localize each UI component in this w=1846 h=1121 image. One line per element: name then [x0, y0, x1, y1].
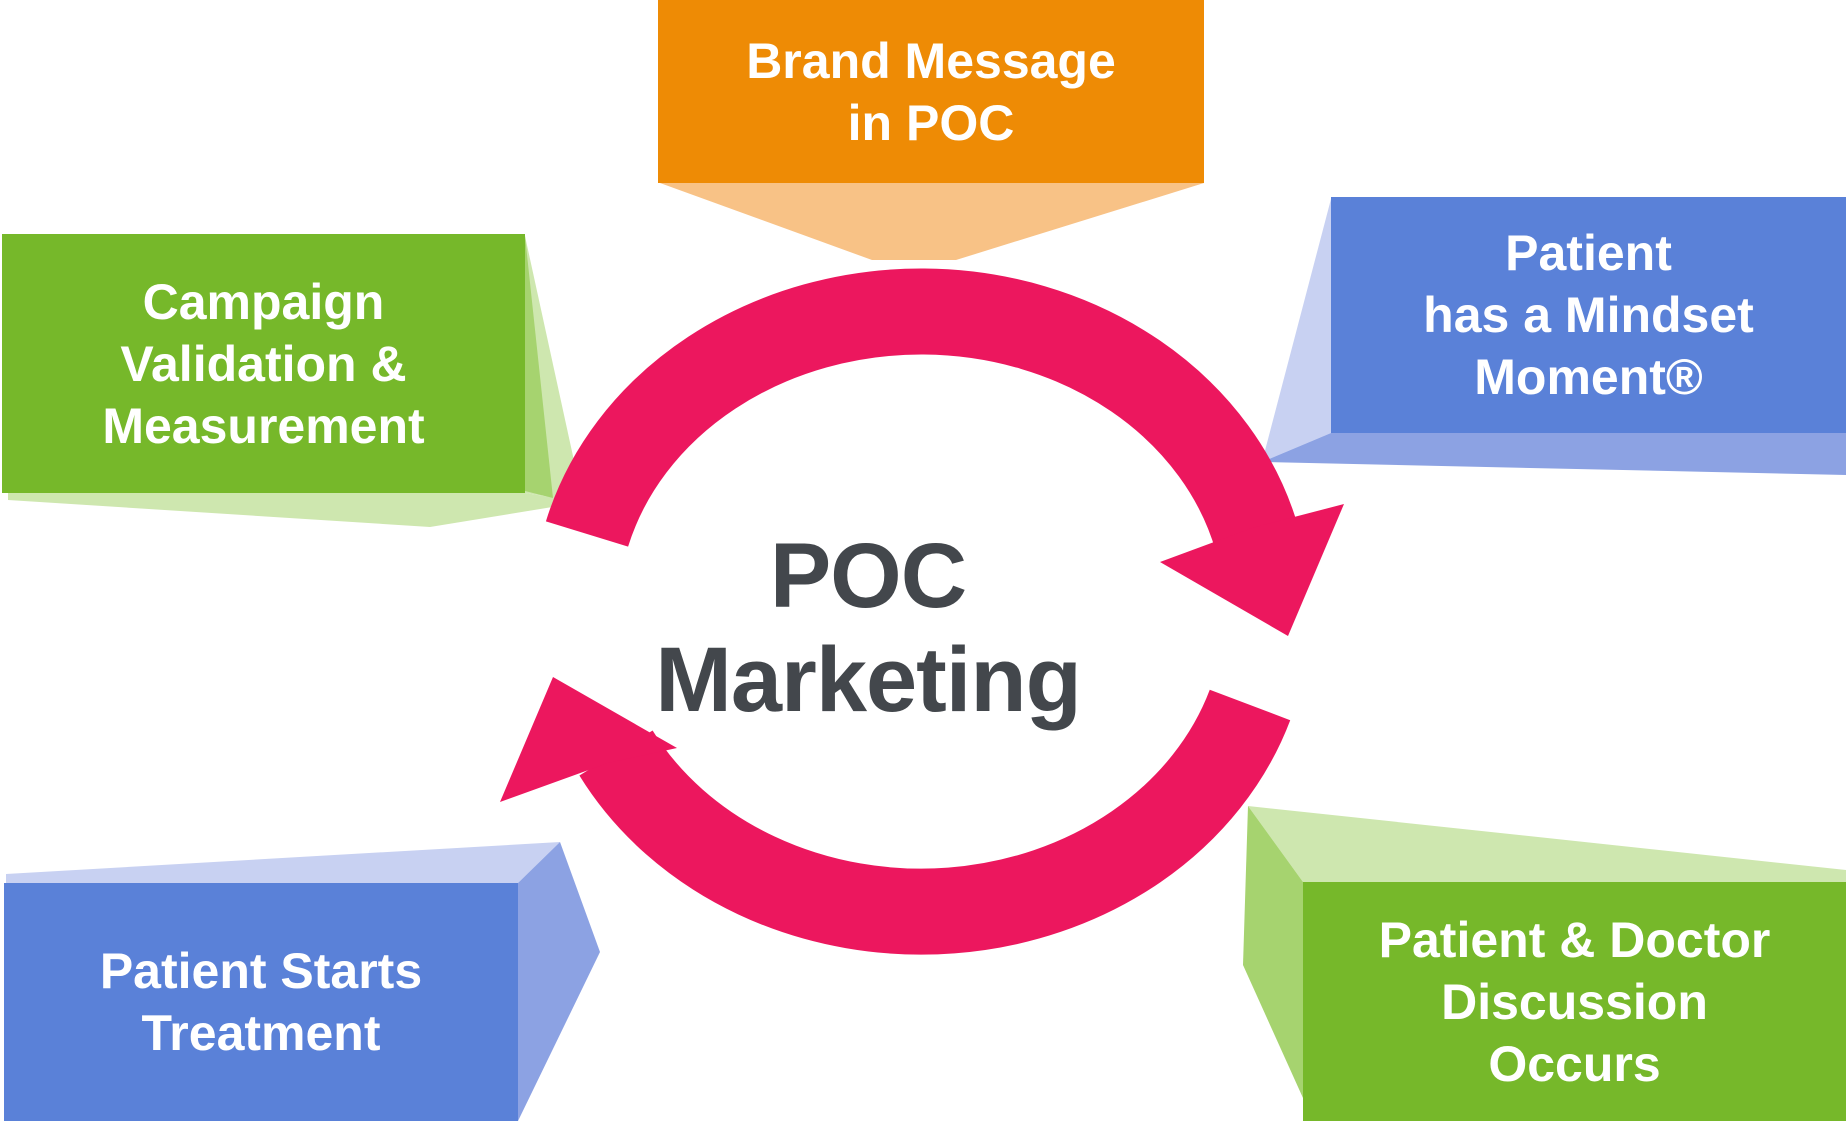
brand-message-flap	[660, 183, 1204, 260]
center-title-line-2: Marketing	[655, 629, 1082, 731]
step-box-brand-message-in-poc: Brand Message in POC	[658, 0, 1204, 183]
cycle-arrowhead-left	[500, 677, 677, 802]
mindset-box-bottom-bevel	[1262, 433, 1846, 475]
step-box-patient-starts-treatment: Patient Starts Treatment	[4, 883, 518, 1121]
discussion-box-top-bevel	[1248, 806, 1846, 882]
step-label-line: Discussion	[1441, 973, 1708, 1030]
step-label-line: Patient	[1505, 225, 1672, 281]
campaign-box-right-bevel-mid	[525, 236, 553, 498]
step-label-line: Brand Message	[746, 32, 1116, 89]
campaign-box-bottom-bevel	[8, 493, 583, 527]
step-label-line: Measurement	[102, 397, 425, 454]
step-label-line: in POC	[847, 94, 1015, 151]
step-label-line: Campaign	[142, 273, 385, 330]
step-label-line: Treatment	[141, 1005, 381, 1061]
treatment-box-top-bevel	[6, 842, 560, 883]
center-title-line-1: POC	[769, 525, 967, 627]
step-label-line: Occurs	[1488, 1035, 1661, 1092]
discussion-box-left-bevel	[1243, 806, 1303, 1098]
cycle-arrow-bottom-arc	[579, 689, 1291, 955]
center-title: POC Marketing	[548, 524, 1188, 732]
step-label-line: Moment®	[1474, 349, 1703, 405]
step-label-line: has a Mindset	[1423, 287, 1754, 343]
step-label-line: Patient & Doctor	[1378, 911, 1771, 968]
step-box-campaign-validation-measurement: Campaign Validation & Measurement	[2, 234, 525, 493]
mindset-box-left-bevel	[1262, 199, 1331, 462]
treatment-box-right-bevel	[518, 842, 600, 1121]
step-label-line: Patient Starts	[99, 943, 423, 999]
step-label-line: Validation &	[120, 335, 407, 392]
step-box-patient-doctor-discussion-occurs: Patient & Doctor Discussion Occurs	[1303, 882, 1846, 1121]
step-box-patient-has-mindset-moment: Patient has a Mindset Moment®	[1331, 197, 1846, 433]
cycle-arrowhead-right	[1160, 504, 1344, 636]
cycle-arrow-top-arc	[545, 268, 1299, 552]
